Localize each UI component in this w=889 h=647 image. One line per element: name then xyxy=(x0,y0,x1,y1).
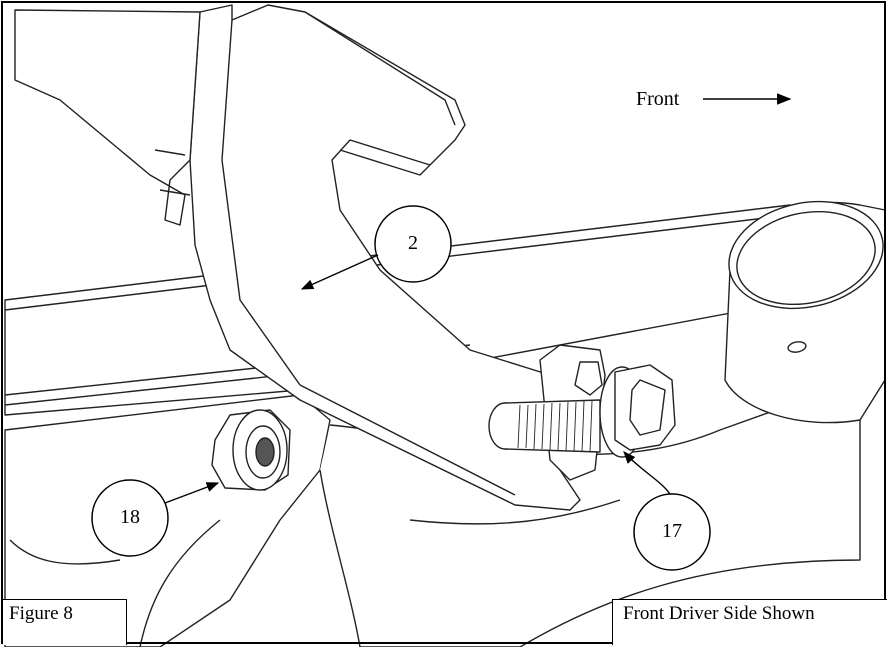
figure-label: Figure 8 xyxy=(3,599,127,645)
callout-18-circle xyxy=(91,479,169,557)
callout-number-17: 17 xyxy=(662,520,682,542)
view-note: Front Driver Side Shown xyxy=(612,599,887,645)
callout-17-circle xyxy=(633,493,711,571)
bracket xyxy=(189,4,581,511)
callout-2-leader xyxy=(300,254,379,290)
upper-flange xyxy=(14,9,201,226)
callout-17-leader xyxy=(623,451,671,495)
callout-number-18: 18 xyxy=(120,506,140,528)
bolt-assembly xyxy=(488,344,676,481)
front-label: Front xyxy=(636,88,680,110)
callout-number-2: 2 xyxy=(408,232,418,254)
callout-2-circle xyxy=(374,205,452,283)
flange-nut xyxy=(211,409,291,491)
callout-18-leader xyxy=(164,482,220,504)
